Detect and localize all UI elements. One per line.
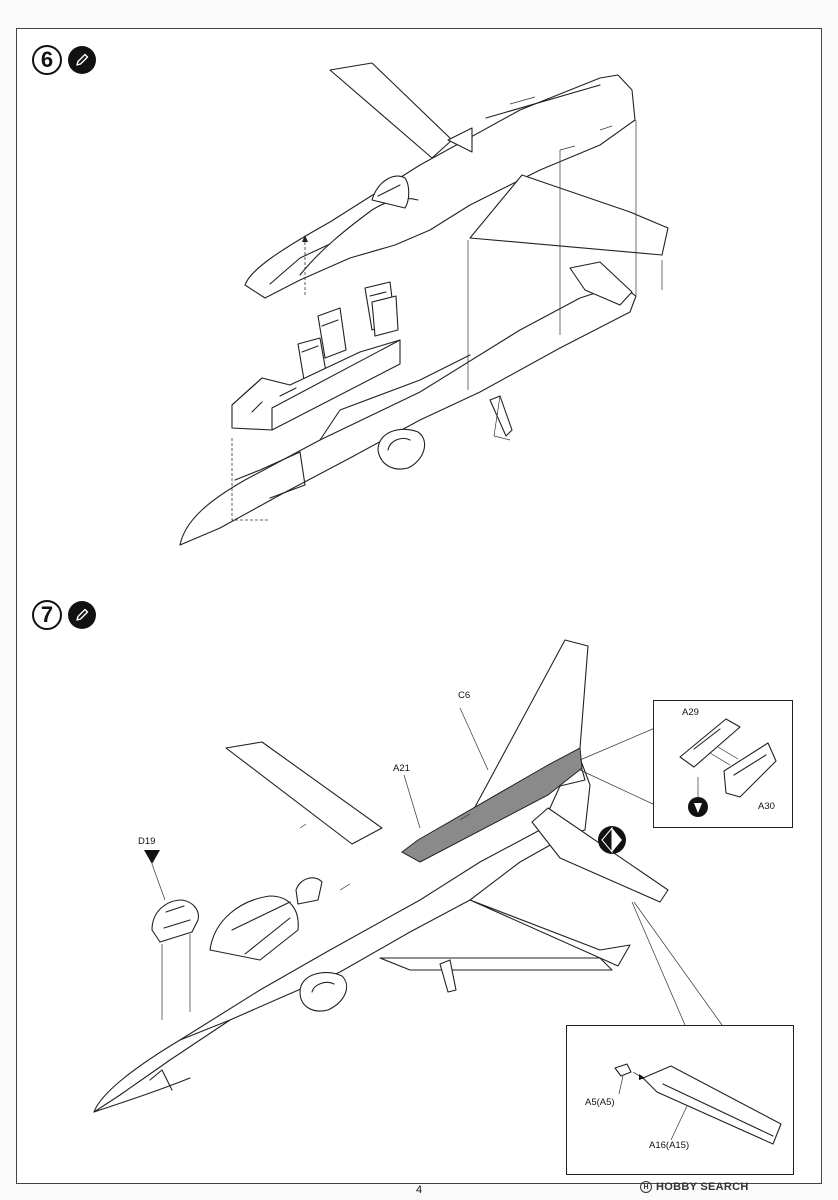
d19-marker-icon bbox=[144, 850, 160, 864]
lower-fuselage-part bbox=[179, 261, 637, 546]
painted-dorsal-strip bbox=[401, 747, 583, 863]
assembly-guide-lines bbox=[231, 120, 663, 521]
flip-direction-icon bbox=[598, 826, 626, 854]
part-d19 bbox=[144, 850, 199, 1020]
page-number: 4 bbox=[415, 1184, 423, 1196]
leader-detail-top bbox=[579, 727, 656, 806]
assembled-aircraft bbox=[93, 639, 669, 1113]
leader-a21 bbox=[403, 774, 421, 829]
watermark-text: HOBBY SEARCH bbox=[656, 1181, 749, 1193]
leader-detail-bottom bbox=[631, 901, 723, 1026]
step-6-header: 6 bbox=[32, 45, 96, 75]
detail-bottom-drawing bbox=[614, 1063, 782, 1145]
detail-box-a29-a30: A29 A30 bbox=[653, 700, 793, 828]
step-number: 7 bbox=[32, 600, 62, 630]
step-number: 6 bbox=[32, 45, 62, 75]
label-a21: A21 bbox=[393, 763, 410, 774]
label-a16: A16(A15) bbox=[649, 1140, 690, 1151]
pencil-icon bbox=[68, 601, 96, 629]
cockpit-tub-part bbox=[231, 339, 401, 431]
hobby-search-logo-icon: H bbox=[640, 1181, 652, 1193]
detail-top-drawing bbox=[679, 718, 777, 817]
watermark: H HOBBY SEARCH bbox=[640, 1181, 749, 1193]
label-a30: A30 bbox=[758, 801, 775, 812]
step-7-illustration bbox=[93, 639, 723, 1113]
detail-box-a5-a16: A5(A5) A16(A15) bbox=[566, 1025, 794, 1175]
leader-c6 bbox=[459, 707, 489, 771]
upper-fuselage-part bbox=[244, 62, 669, 299]
step-7-header: 7 bbox=[32, 600, 96, 630]
label-d19: D19 bbox=[138, 836, 156, 847]
pencil-icon bbox=[68, 46, 96, 74]
ejection-seats-part bbox=[297, 281, 399, 381]
label-c6: C6 bbox=[458, 690, 471, 701]
label-a29: A29 bbox=[682, 707, 699, 718]
step-6-illustration bbox=[179, 62, 669, 546]
label-a5: A5(A5) bbox=[585, 1097, 615, 1108]
